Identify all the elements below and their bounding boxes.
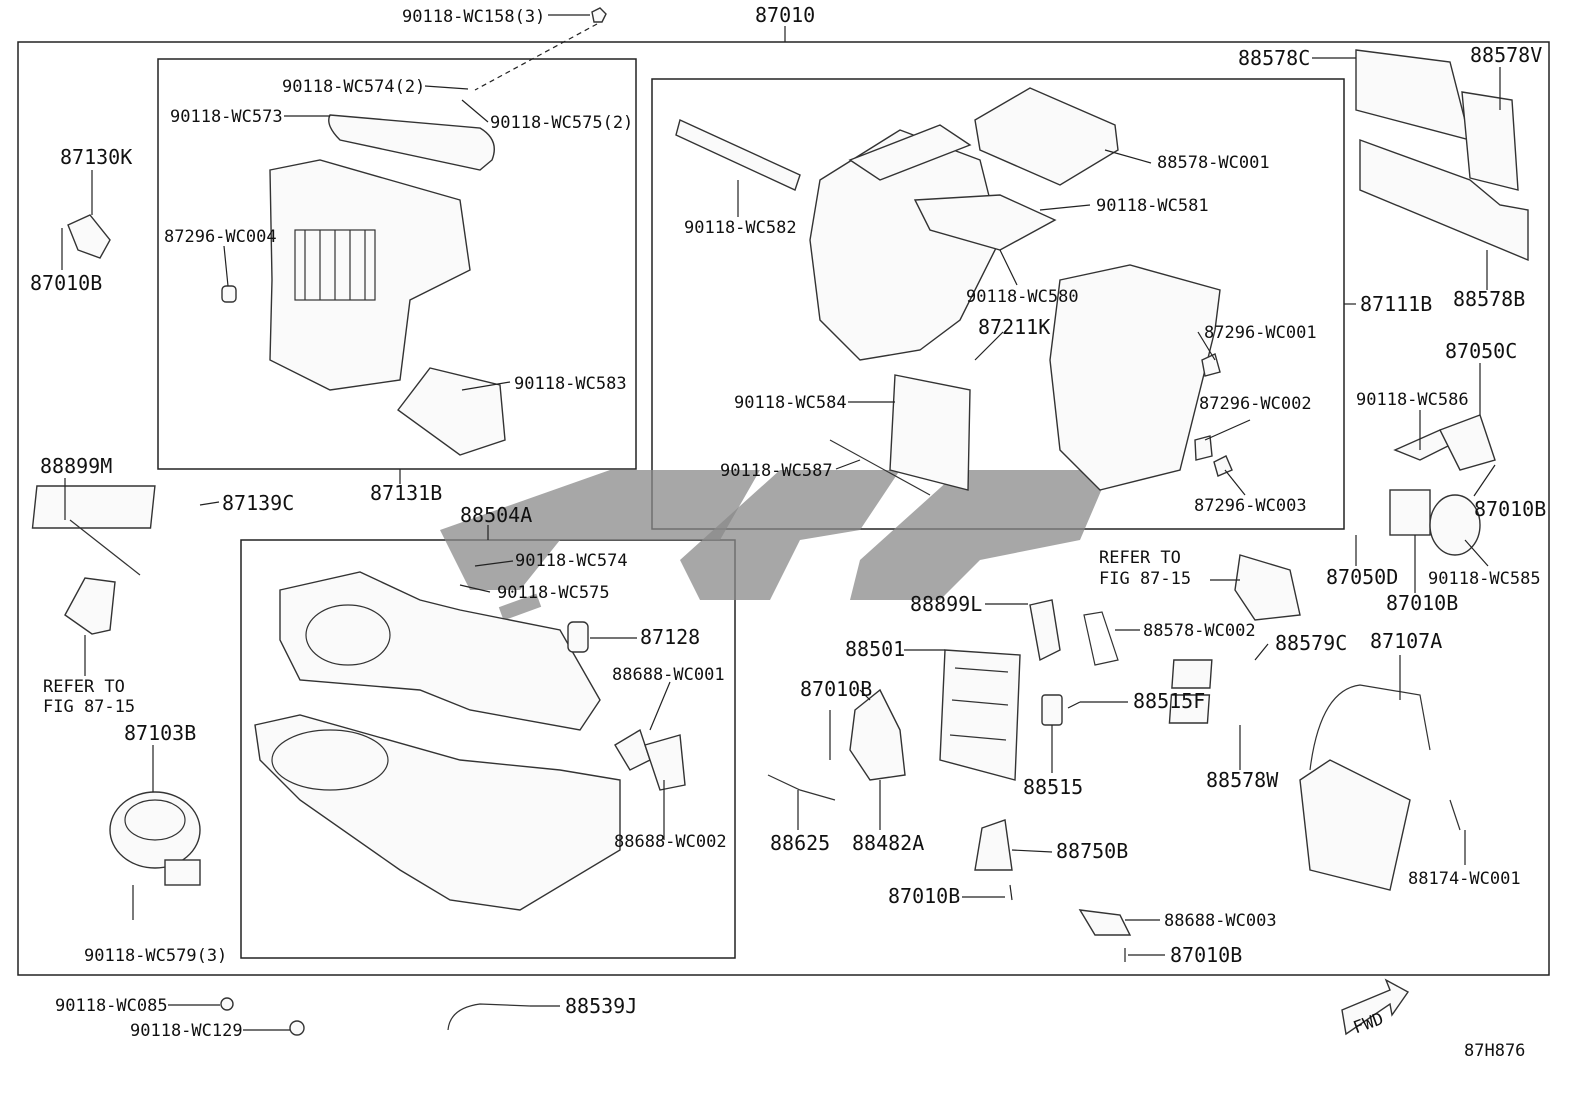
main-frame <box>17 41 1550 976</box>
label-87296-wc003: 87296-WC003 <box>1194 496 1307 516</box>
label-87130k: 87130K <box>60 145 132 169</box>
label-88578-wc002: 88578-WC002 <box>1143 621 1256 641</box>
label-wc129: 90118-WC129 <box>130 1021 243 1041</box>
label-88625: 88625 <box>770 831 830 855</box>
label-88578w: 88578W <box>1206 768 1279 792</box>
label-88688-wc001: 88688-WC001 <box>612 665 725 685</box>
label-wc585: 90118-WC585 <box>1428 569 1541 589</box>
label-88578c: 88578C <box>1238 46 1310 70</box>
label-wc584: 90118-WC584 <box>734 393 847 413</box>
label-88515: 88515 <box>1023 775 1083 799</box>
label-88174-wc001: 88174-WC001 <box>1408 869 1521 889</box>
label-wc587: 90118-WC587 <box>720 461 833 481</box>
blower-upper-frame <box>157 58 637 470</box>
label-wc574-2: 90118-WC574(2) <box>282 77 425 97</box>
label-wc085: 90118-WC085 <box>55 996 168 1016</box>
label-87128: 87128 <box>640 625 700 649</box>
label-87111b: 87111B <box>1360 292 1432 316</box>
label-87050c: 87050C <box>1445 339 1517 363</box>
label-87010b-e: 87010B <box>888 884 960 908</box>
label-87139c: 87139C <box>222 491 294 515</box>
label-87131b: 87131B <box>370 481 442 505</box>
label-refer1-l2: FIG 87-15 <box>43 697 135 717</box>
callout-labels: 87010 90118-WC158(3) 90118-WC574(2) 9011… <box>30 3 1546 1061</box>
label-88504a: 88504A <box>460 503 532 527</box>
label-88688-wc002: 88688-WC002 <box>614 832 727 852</box>
label-wc575-2: 90118-WC575(2) <box>490 113 633 133</box>
label-87296-wc002: 87296-WC002 <box>1199 394 1312 414</box>
label-87050d: 87050D <box>1326 565 1398 589</box>
label-wc582: 90118-WC582 <box>684 218 797 238</box>
label-wc583: 90118-WC583 <box>514 374 627 394</box>
label-88579c: 88579C <box>1275 631 1347 655</box>
leader-lines <box>61 14 1501 1031</box>
label-87010b-c: 87010B <box>1386 591 1458 615</box>
label-diagram-code: 87H876 <box>1464 1041 1525 1061</box>
label-wc158: 90118-WC158(3) <box>402 7 545 27</box>
label-88688-wc003: 88688-WC003 <box>1164 911 1277 931</box>
label-88482a: 88482A <box>852 831 924 855</box>
label-87010b-a: 87010B <box>30 271 102 295</box>
label-88899l: 88899L <box>910 592 982 616</box>
label-wc004: 87296-WC004 <box>164 227 277 247</box>
watermark-logo <box>440 470 1110 621</box>
label-88515f: 88515F <box>1133 689 1205 713</box>
label-88501: 88501 <box>845 637 905 661</box>
part-drawings <box>31 7 1529 1036</box>
label-top-part: 87010 <box>755 3 815 27</box>
label-refer1-l1: REFER TO <box>43 677 125 697</box>
label-88578-wc001: 88578-WC001 <box>1157 153 1270 173</box>
label-88539j: 88539J <box>565 994 637 1018</box>
label-wc581: 90118-WC581 <box>1096 196 1209 216</box>
label-87010b-b: 87010B <box>1474 497 1546 521</box>
label-88750b: 88750B <box>1056 839 1128 863</box>
label-wc574: 90118-WC574 <box>515 551 628 571</box>
label-88899m: 88899M <box>40 454 112 478</box>
label-wc575: 90118-WC575 <box>497 583 610 603</box>
label-wc580: 90118-WC580 <box>966 287 1079 307</box>
label-87296-wc001: 87296-WC001 <box>1204 323 1317 343</box>
label-87211k: 87211K <box>978 315 1050 339</box>
label-wc586: 90118-WC586 <box>1356 390 1469 410</box>
label-wc573: 90118-WC573 <box>170 107 283 127</box>
label-88578v: 88578V <box>1470 43 1542 67</box>
label-refer2-l1: REFER TO <box>1099 548 1181 568</box>
label-87010b-d: 87010B <box>800 677 872 701</box>
label-refer2-l2: FIG 87-15 <box>1099 569 1191 589</box>
label-wc579: 90118-WC579(3) <box>84 946 227 966</box>
label-87103b: 87103B <box>124 721 196 745</box>
label-87107a: 87107A <box>1370 629 1442 653</box>
label-88578b: 88578B <box>1453 287 1525 311</box>
label-87010b-f: 87010B <box>1170 943 1242 967</box>
